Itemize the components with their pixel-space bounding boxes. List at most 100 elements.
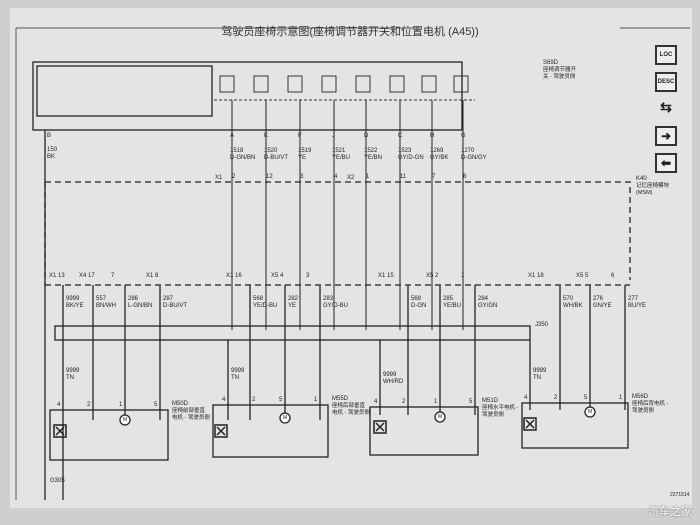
motor-icon: M (438, 414, 443, 420)
motor-pin: 1 (119, 402, 123, 408)
motor-pin: 1 (434, 399, 438, 405)
wire-circuit: 1521 (332, 148, 346, 154)
page-code: 2271514 (670, 492, 690, 498)
connector-pin: 7 (432, 174, 436, 180)
motor-icon: M (588, 409, 593, 415)
motor-id: M50D (172, 401, 189, 407)
connector-pin: 6 (611, 273, 615, 279)
motor-pin: 5 (279, 397, 283, 403)
connector-pin: 3 (306, 273, 310, 279)
wire-label: 287 D-BU/VT (163, 296, 187, 309)
connector-pin: X5 4 (271, 273, 284, 279)
motor-pin: 4 (524, 395, 528, 401)
ground-label: G305 (50, 478, 65, 484)
wire-label: 282 YE (288, 296, 299, 309)
connector-pin: 12 (266, 174, 273, 180)
module-id: K40 (636, 176, 647, 182)
connector-pin: 8 (463, 174, 467, 180)
motor-icon: M (123, 417, 128, 423)
connector-pin: X1 18 (528, 273, 544, 279)
wire-label: 569 D-GN (411, 296, 427, 309)
bus-box (54, 325, 531, 341)
wire-circuit: 1523 (398, 148, 412, 154)
connector-pin: 4 (334, 174, 338, 180)
switch-desc: 座椅调节器开关 - 驾驶员侧 (543, 67, 577, 80)
ground-wire-label: 9999 TN (231, 368, 245, 381)
connector-pin: 7 (111, 273, 115, 279)
wire-color: D-BU/VT (264, 155, 288, 161)
motor-pin: 4 (222, 397, 226, 403)
ground-wire-label: 9999 TN (66, 368, 80, 381)
motor-pin: 5 (584, 395, 588, 401)
switch-pin-label: H (430, 133, 435, 139)
wire-circuit: 1519 (298, 148, 312, 154)
motor-pin: 2 (554, 395, 558, 401)
motor-pin: 5 (154, 402, 158, 408)
switch-pin-label: A (230, 133, 235, 139)
feed-color: BK (47, 154, 56, 160)
connector-pin: X1 13 (49, 273, 65, 279)
wire-color: GY/D-GN (398, 155, 424, 161)
motor-pin: 2 (252, 397, 256, 403)
wire-circuit: 1522 (364, 148, 378, 154)
wire-circuit: 1518 (230, 148, 244, 154)
connector-pin: 2 (232, 174, 236, 180)
switch-id: S69D (543, 60, 559, 66)
switch-box (32, 61, 463, 131)
wire-color: YE/BU (332, 155, 351, 161)
swap-arrows-icon[interactable]: ⇆ (660, 99, 672, 115)
motor-id: M55D (332, 396, 349, 402)
loc-icon[interactable]: LOC (655, 45, 677, 65)
right-arrow-icon[interactable]: ➜ (655, 126, 677, 146)
wire-label: 276 GN/YE (593, 296, 612, 309)
motor-pin: 2 (87, 402, 91, 408)
connector-pin: X1 16 (226, 273, 242, 279)
connector-x1: X1 (215, 175, 223, 181)
connector-pin: 11 (400, 174, 407, 180)
connector-x2: X2 (347, 175, 355, 181)
switch-pin-label: C (398, 133, 403, 139)
motor-id: M51D (482, 398, 499, 404)
motor-desc: 座椅前部垂直电机 - 驾驶员侧 (172, 408, 210, 421)
module-desc: 记忆座椅模块 (MSM) (636, 183, 670, 196)
wire-label: 9999 BK/YE (66, 296, 84, 309)
bus-label: J350 (535, 322, 549, 328)
watermark: 汽车之家 (648, 506, 692, 518)
wire-label: 285 YE/BU (443, 296, 462, 309)
motor-pin: 1 (619, 395, 623, 401)
motor-pin: 1 (314, 397, 318, 403)
switch-pin-label: D (364, 133, 369, 139)
wire-circuit: 1520 (264, 148, 278, 154)
wire-color: D-GN/BN (230, 155, 256, 161)
connector-pin: 3 (300, 174, 304, 180)
motor-pin: 5 (469, 399, 473, 405)
connector-pin: 1 (461, 273, 465, 279)
wire-label: 557 BN/WH (96, 296, 116, 309)
wire-circuit: 1269 (430, 148, 444, 154)
wire-color: D-GN/GY (461, 155, 487, 161)
ground-wire-label: 9999 WH/RD (383, 372, 404, 385)
ground-wire-label: 9999 TN (533, 368, 547, 381)
wire-label: 568 YE/D-BU (253, 296, 278, 309)
wire-color: YE/BN (364, 155, 383, 161)
desc-icon[interactable]: DESC (655, 72, 677, 92)
motor-id: M56D (632, 394, 649, 400)
wire-color: YE (298, 155, 307, 161)
motor-pin: 2 (402, 399, 406, 405)
wire-color: GY/BK (430, 155, 449, 161)
connector-pin: X5 5 (576, 273, 589, 279)
wire-circuit: 1270 (461, 148, 475, 154)
left-arrow-icon[interactable]: ⬅ (655, 153, 677, 173)
motor-pin: 4 (57, 402, 61, 408)
connector-pin: X5 2 (426, 273, 439, 279)
connector-pin: X1 15 (378, 273, 394, 279)
motor-desc: 座椅后部垂直电机 - 驾驶员侧 (332, 403, 370, 416)
wire-label: 277 BU/YE (628, 296, 647, 309)
switch-pin-label: J (332, 133, 335, 139)
motor-pin: 4 (374, 399, 378, 405)
wire-label: 283 GY/D-BU (323, 296, 349, 309)
feed-pin: B (47, 133, 52, 139)
page-title: 驾驶员座椅示意图(座椅调节器开关和位置电机 (A45)) (221, 26, 479, 38)
connector-pin: 1 (366, 174, 370, 180)
